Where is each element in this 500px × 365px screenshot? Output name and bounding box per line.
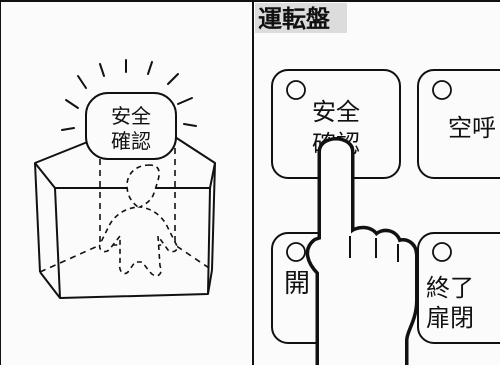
indicator-lamp-icon bbox=[432, 80, 452, 100]
indicator-lamp-icon bbox=[286, 242, 306, 262]
panel-title-highlight bbox=[255, 3, 347, 33]
safety-badge-line1: 安全 bbox=[111, 104, 151, 128]
safety-badge bbox=[85, 92, 177, 160]
button-close-door[interactable]: 終了 扉閉 bbox=[417, 232, 500, 344]
indicator-lamp-icon bbox=[432, 242, 452, 262]
safety-badge-line2: 確認 bbox=[111, 129, 151, 153]
button-label-line1: 開 bbox=[284, 269, 310, 299]
panel-title: 運転盤 bbox=[258, 5, 331, 33]
person-silhouette bbox=[98, 164, 178, 277]
button-empty-call[interactable]: 空呼 bbox=[417, 69, 500, 179]
attention-rays bbox=[61, 59, 197, 131]
button-label-line1: 空呼 bbox=[448, 114, 496, 142]
button-label-line2: 扉閉 bbox=[426, 304, 474, 332]
button-label-line1: 終了 bbox=[426, 274, 474, 302]
pointing-hand-icon bbox=[305, 137, 419, 365]
indicator-lamp-icon bbox=[286, 80, 306, 100]
button-label-line1: 安全 bbox=[312, 98, 360, 126]
